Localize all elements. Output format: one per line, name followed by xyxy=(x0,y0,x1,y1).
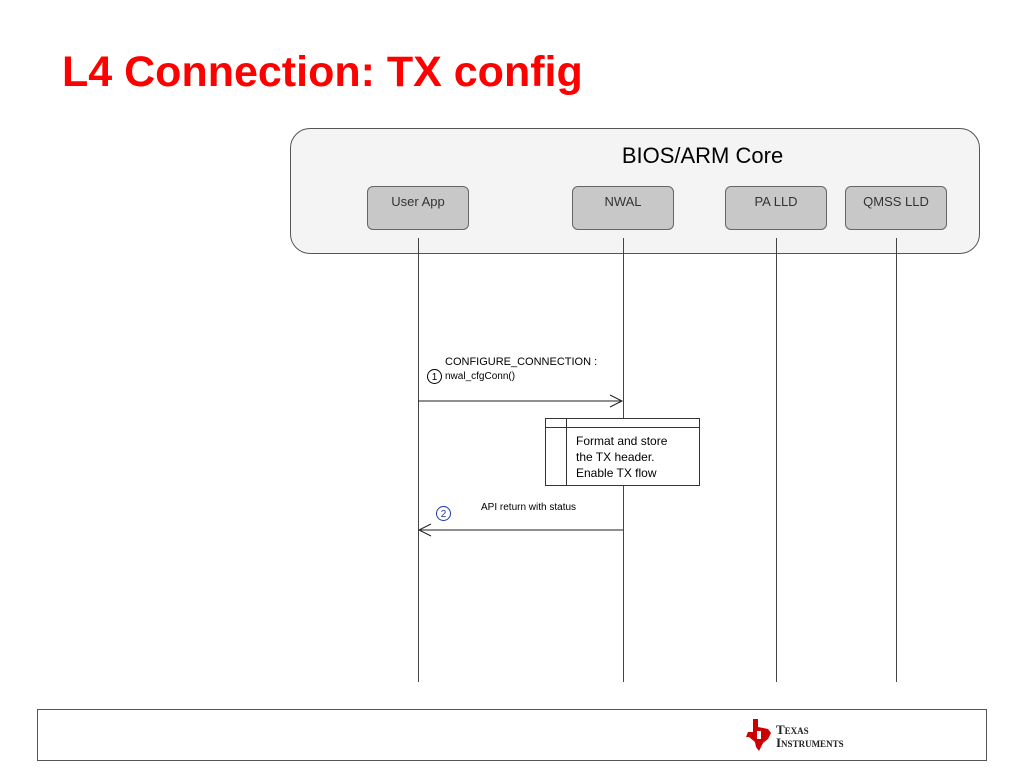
component-label: User App xyxy=(391,194,445,209)
note-box: Format and store the TX header. Enable T… xyxy=(545,418,700,486)
note-text: Format and store the TX header. Enable T… xyxy=(576,433,667,481)
note-side-line xyxy=(566,419,567,485)
component-label: QMSS LLD xyxy=(863,194,929,209)
message-2-number: 2 xyxy=(436,506,451,521)
message-1-call: nwal_cfgConn() xyxy=(445,371,516,382)
core-title: BIOS/ARM Core xyxy=(621,143,784,168)
component-label: PA LLD xyxy=(754,194,798,209)
component-label: NWAL xyxy=(604,194,642,209)
note-line-2: the TX header. xyxy=(576,450,655,464)
message-arrow-2 xyxy=(417,523,623,537)
texas-state-icon xyxy=(746,719,771,751)
lifeline-pa-lld xyxy=(776,238,777,682)
message-1-number: 1 xyxy=(427,369,442,384)
logo-line-2: Instruments xyxy=(776,735,844,750)
logo-line-1: Texas xyxy=(776,722,809,737)
note-line-3: Enable TX flow xyxy=(576,466,657,480)
message-2-label: API return with status xyxy=(481,502,577,513)
message-arrow-1 xyxy=(418,394,624,408)
component-nwal: NWAL xyxy=(572,186,674,230)
lifeline-qmss-lld xyxy=(896,238,897,682)
component-user-app: User App xyxy=(367,186,469,230)
ti-logo-text: Texas Instruments xyxy=(776,723,844,749)
component-pa-lld: PA LLD xyxy=(725,186,827,230)
slide-title: L4 Connection: TX config xyxy=(62,48,583,96)
footer-bar xyxy=(37,709,987,761)
note-line-1: Format and store xyxy=(576,434,668,448)
lifeline-user-app xyxy=(418,238,419,682)
note-header-line xyxy=(546,427,699,428)
message-1-label: CONFIGURE_CONNECTION : xyxy=(445,356,598,368)
component-qmss-lld: QMSS LLD xyxy=(845,186,947,230)
